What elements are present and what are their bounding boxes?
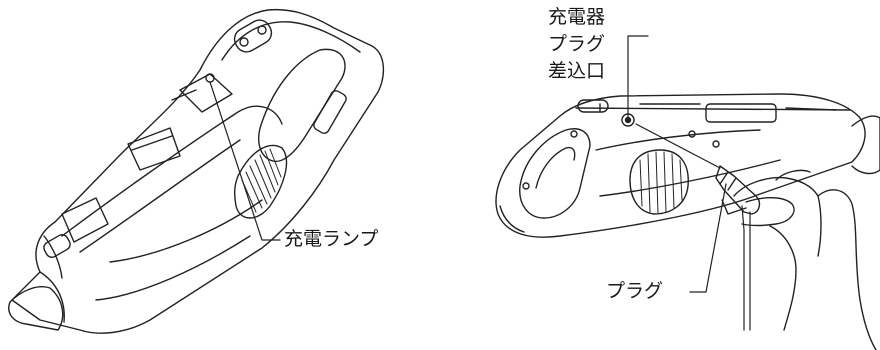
charging-vacuum-illustration	[495, 93, 880, 238]
body-belt-2	[79, 139, 241, 253]
screw-2	[522, 182, 530, 190]
top-panel	[705, 103, 777, 123]
charging-handle-inner	[535, 146, 576, 189]
charging-vacuum-body	[495, 93, 866, 238]
charger-plug-inlet-label: 充電器 プラグ 差込口	[548, 4, 605, 85]
plug-label: プラグ	[606, 280, 664, 302]
foot-bracket	[721, 199, 747, 215]
body-belt	[61, 105, 283, 237]
charger-plug-inlet-line-3: 差込口	[548, 60, 606, 82]
plug-collar	[719, 171, 729, 185]
charger-plug-inlet-line-1: 充電器	[548, 6, 606, 28]
side-grip	[313, 90, 347, 134]
power-button-dot-2	[257, 25, 267, 35]
top-edge	[575, 107, 851, 111]
body-panel-line	[595, 129, 761, 151]
handheld-vacuum-illustration	[8, 8, 385, 334]
vacuum-body	[11, 8, 385, 334]
release-button	[43, 234, 71, 258]
plug-collar-2	[727, 177, 737, 191]
screw-4	[712, 140, 720, 148]
bottom-edge	[95, 235, 251, 301]
charging-vent-grille	[629, 149, 689, 215]
screw-3	[688, 130, 696, 138]
charger-inlet-leader	[627, 35, 649, 121]
charge-lamp-leader	[209, 81, 281, 241]
power-button-dot	[239, 37, 249, 47]
lower-window-edge	[43, 235, 63, 279]
charger-plug-inlet-line-2: プラグ	[548, 33, 606, 55]
handle-ridge	[221, 21, 361, 61]
nozzle-rim	[39, 271, 65, 323]
vacuum-nozzle	[8, 286, 64, 331]
top-slot	[785, 107, 837, 111]
lower-body-curve	[109, 199, 263, 263]
hand-illustration	[733, 169, 877, 350]
plug-body	[715, 165, 761, 215]
plug-leader	[689, 183, 727, 293]
inlet-to-plug-leader	[635, 123, 721, 169]
screw	[570, 130, 578, 138]
upper-panel-edge	[171, 89, 197, 101]
charge-lamp-label: 充電ランプ	[284, 228, 379, 250]
handle-opening	[258, 48, 346, 163]
body-panel-line-2	[599, 159, 781, 197]
dustcup-window-inner	[131, 135, 173, 151]
charging-power-button	[577, 99, 609, 113]
front-foot	[499, 205, 525, 233]
lower-window	[61, 197, 109, 243]
charging-handle	[519, 128, 591, 219]
power-button	[233, 19, 273, 53]
charger-cord	[741, 205, 745, 331]
dustcup-window	[127, 127, 181, 171]
plug-and-cord	[715, 165, 761, 331]
charging-vacuum-nozzle	[851, 115, 880, 175]
vent-grille	[233, 144, 288, 219]
upper-panel	[179, 73, 233, 113]
